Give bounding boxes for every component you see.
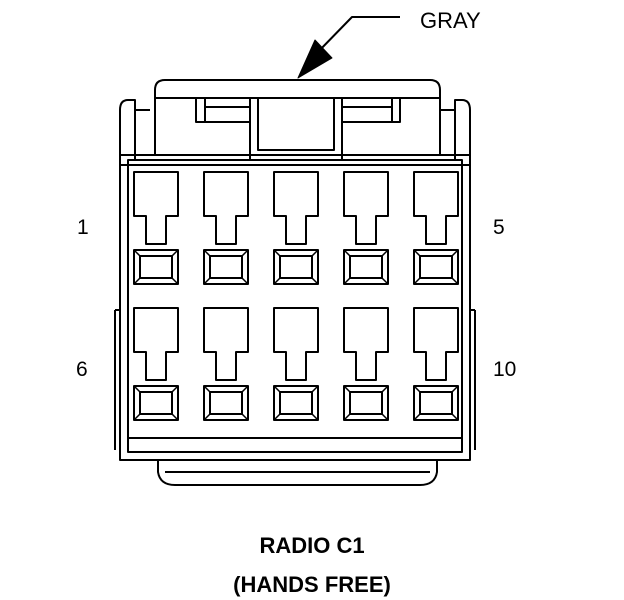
cavity-bevel-line (273, 249, 281, 257)
cavity-bevel-line (413, 385, 421, 393)
cavity-keyhole (273, 171, 319, 245)
cavity-bevel-line (203, 385, 211, 393)
cavity-2 (203, 171, 249, 285)
cavity-keyhole (273, 307, 319, 381)
cavity-lock-inner (349, 391, 383, 415)
cavity-3 (273, 171, 319, 285)
cavity-bevel-line (171, 249, 179, 257)
cavity-bevel-line (451, 385, 459, 393)
cavity-bevel-line (133, 413, 141, 421)
pin-label-6: 6 (76, 358, 88, 381)
terminal-cavities (133, 171, 459, 421)
cavity-9 (343, 307, 389, 421)
pin-label-5: 5 (493, 216, 505, 239)
cavity-bevel-line (241, 277, 249, 285)
cavity-bevel-line (413, 413, 421, 421)
cavity-lock-outer (413, 385, 459, 421)
cavity-keyhole (343, 171, 389, 245)
connector-name: RADIO C1 (259, 533, 365, 558)
cavity-bevel-line (311, 385, 319, 393)
cavity-bevel-line (171, 277, 179, 285)
cavity-bevel-line (343, 385, 351, 393)
cavity-bevel-line (273, 277, 281, 285)
cavity-lock-inner (209, 391, 243, 415)
cavity-bevel-line (311, 249, 319, 257)
cavity-lock-outer (133, 249, 179, 285)
cavity-bevel-line (451, 413, 459, 421)
cavity-keyhole (343, 307, 389, 381)
cavity-bevel-line (203, 249, 211, 257)
cavity-1 (133, 171, 179, 285)
cavity-lock-inner (139, 391, 173, 415)
top-hood (154, 79, 441, 155)
pin-label-1: 1 (77, 216, 89, 239)
cavity-lock-outer (343, 249, 389, 285)
cavity-keyhole (413, 171, 459, 245)
cavity-lock-inner (139, 255, 173, 279)
wire-color-label: GRAY (420, 8, 481, 33)
cavity-bevel-line (133, 277, 141, 285)
cavity-bevel-line (171, 385, 179, 393)
cavity-lock-outer (343, 385, 389, 421)
cavity-bevel-line (451, 249, 459, 257)
cavity-bevel-line (171, 413, 179, 421)
cavity-lock-inner (279, 391, 313, 415)
cavity-bevel-line (241, 385, 249, 393)
cavity-bevel-line (311, 277, 319, 285)
cavity-6 (133, 307, 179, 421)
leader-arrowhead (297, 39, 333, 79)
cavity-lock-inner (349, 255, 383, 279)
cavity-lock-outer (203, 249, 249, 285)
cavity-bevel-line (451, 277, 459, 285)
cavity-4 (343, 171, 389, 285)
cavity-bevel-line (381, 385, 389, 393)
leader-line (314, 16, 400, 56)
cavity-keyhole (133, 307, 179, 381)
cavity-lock-outer (273, 385, 319, 421)
cavity-lock-outer (133, 385, 179, 421)
cavity-bevel-line (273, 385, 281, 393)
bottom-skirt (157, 460, 438, 486)
cavity-bevel-line (343, 277, 351, 285)
cavity-lock-inner (209, 255, 243, 279)
right-latch-ear (454, 99, 471, 160)
connector-subtitle: (HANDS FREE) (233, 572, 391, 597)
cavity-8 (273, 307, 319, 421)
cavity-bevel-line (203, 413, 211, 421)
cavity-bevel-line (273, 413, 281, 421)
connector-housing (114, 79, 476, 486)
cavity-lock-outer (203, 385, 249, 421)
cavity-keyhole (133, 171, 179, 245)
pin-label-10: 10 (493, 358, 517, 381)
cavity-bevel-line (133, 385, 141, 393)
cavity-keyhole (413, 307, 459, 381)
cavity-lock-inner (279, 255, 313, 279)
cavity-7 (203, 307, 249, 421)
cavity-lock-inner (419, 391, 453, 415)
cavity-keyhole (203, 307, 249, 381)
left-latch-ear (119, 99, 136, 160)
cavity-bevel-line (343, 249, 351, 257)
cavity-bevel-line (381, 249, 389, 257)
cavity-bevel-line (241, 249, 249, 257)
cavity-bevel-line (133, 249, 141, 257)
cavity-bevel-line (311, 413, 319, 421)
cavity-lock-inner (419, 255, 453, 279)
cavity-10 (413, 307, 459, 421)
main-body (119, 154, 471, 461)
cavity-lock-outer (273, 249, 319, 285)
cavity-bevel-line (343, 413, 351, 421)
cavity-5 (413, 171, 459, 285)
cavity-bevel-line (381, 277, 389, 285)
cavity-bevel-line (241, 413, 249, 421)
cavity-bevel-line (381, 413, 389, 421)
color-leader (297, 16, 400, 79)
cavity-lock-outer (413, 249, 459, 285)
cavity-bevel-line (413, 249, 421, 257)
cavity-bevel-line (203, 277, 211, 285)
cavity-keyhole (203, 171, 249, 245)
cavity-bevel-line (413, 277, 421, 285)
